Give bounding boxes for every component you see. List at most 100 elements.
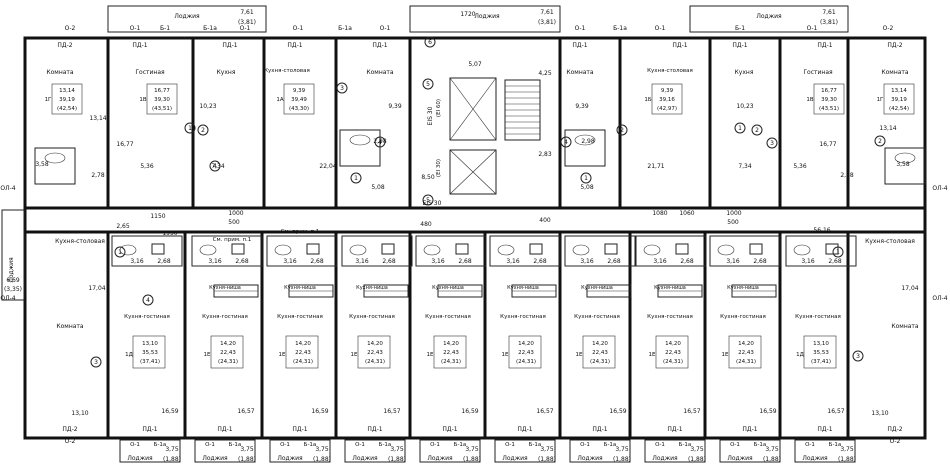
room-area: 3,16: [130, 258, 144, 265]
apartment-area: (43,51): [152, 106, 172, 112]
room-area: 17,04: [901, 285, 918, 292]
apartment-area: (24,31): [590, 359, 610, 365]
apartment-area: (24,31): [293, 359, 313, 365]
dimension: 1720: [460, 11, 475, 18]
apartment-type: 1Е: [279, 352, 286, 358]
plan-structure: [1, 5, 927, 463]
room-area: 10,23: [199, 103, 216, 110]
room-area: 16,77: [819, 141, 836, 148]
window-mark: О-1: [655, 442, 665, 448]
grid-marker-circle: [197, 124, 209, 136]
loggia-bottom-label: Лоджия: [652, 455, 678, 462]
room-area: 16,77: [116, 141, 133, 148]
room-area: 3,16: [801, 258, 815, 265]
loggia-bottom: [719, 439, 781, 463]
window-mark: О-1: [130, 442, 140, 448]
loggia-bottom-area: 3,75: [615, 446, 629, 453]
bathroom: [564, 129, 606, 167]
loggia-top-area: 7,61: [822, 9, 836, 16]
grid-marker-label: 5: [426, 197, 430, 204]
room-name: Кухня-гостиная: [647, 314, 693, 320]
grid-marker-label: 1: [118, 249, 122, 256]
apartment-stamp: [813, 83, 845, 115]
loggia-bottom-label: Лоджия: [277, 455, 303, 462]
apartment-area: (37,41): [140, 359, 160, 365]
apartment-area: 9,39: [293, 88, 306, 94]
room-name: Кухня-гостиная: [720, 314, 766, 320]
window-mark: О-1: [293, 25, 304, 32]
room-area: 3,16: [431, 258, 445, 265]
room-area: 2,68: [310, 258, 324, 265]
room-area: 3,16: [355, 258, 369, 265]
room-area: 13,14: [879, 125, 896, 132]
grid-marker-label: 2: [620, 127, 624, 134]
bathroom: [341, 235, 413, 267]
window-mark: Б-1а: [338, 25, 352, 32]
grid-marker-circle: [184, 122, 196, 134]
bathtub: [894, 152, 916, 164]
elevator-shaft-1: [449, 77, 497, 141]
loggia-bottom-label: Лоджия: [352, 455, 378, 462]
room-name: Кухня-столовая: [647, 68, 693, 74]
apartment-stamp: [433, 335, 467, 369]
loggia-side: [1, 209, 25, 301]
grid-marker-circle: [874, 135, 886, 147]
elevator-cross: [449, 77, 497, 141]
loggia-bottom: [269, 439, 331, 463]
note-ref: См. прим. п.1: [213, 237, 252, 243]
door-mark: ПД-1: [517, 426, 532, 433]
apartment-area: 39,49: [291, 97, 307, 103]
apartment-stamp: [51, 83, 83, 115]
room-area: 2,98: [373, 138, 387, 145]
apartment-type: 1Б: [644, 97, 651, 103]
loggia-bottom-area: 3,75: [540, 446, 554, 453]
window-mark: Б-1а: [154, 442, 167, 448]
apartment-area: (43,30): [289, 106, 309, 112]
apartment-stamp: [883, 83, 915, 115]
grid-marker-circle: [114, 246, 126, 258]
grid-marker-label: 4: [564, 139, 568, 146]
bathroom: [111, 235, 183, 267]
grid-marker-label: 3: [94, 359, 98, 366]
apartment-type: 1В: [806, 97, 813, 103]
window-mark: Б-1а: [379, 442, 392, 448]
loggia-top-area-paren: (3,81): [820, 19, 838, 26]
grid-marker-label: 2: [201, 127, 205, 134]
room-name: Кухня-столовая: [264, 68, 310, 74]
side-mark: ОЛ-4: [0, 185, 15, 192]
toilet: [381, 243, 395, 255]
door-mark: ПД-2: [62, 426, 77, 433]
bathroom: [339, 129, 381, 167]
room-name: Комната: [891, 323, 919, 330]
loggia-bottom-area-paren: (1,88): [313, 456, 331, 463]
window-mark: О-1: [807, 25, 818, 32]
dimension: 480: [420, 221, 432, 228]
apartment-area: 35,53: [142, 350, 158, 356]
apartment-area: 39,19: [891, 97, 907, 103]
side-mark: ОЛ-4: [0, 295, 15, 302]
grid-marker-label: 3: [770, 140, 774, 147]
room-name: Кухня-ниша: [356, 285, 388, 291]
apartment-area: 13,14: [59, 88, 75, 94]
room-area: 2,68: [828, 258, 842, 265]
door-mark: ПД-2: [57, 42, 72, 49]
apartment-area: (42,97): [657, 106, 677, 112]
room-name: Кухня-гостиная: [124, 314, 170, 320]
room-name: Комната: [56, 323, 84, 330]
window-mark: Б-1а: [203, 25, 217, 32]
apartment-area: (24,31): [441, 359, 461, 365]
apartment-type: 1В: [139, 97, 146, 103]
grid-marker-label: 1: [354, 175, 358, 182]
loggia-bottom-area-paren: (1,88): [538, 456, 556, 463]
grid-marker-label: 2: [878, 138, 882, 145]
apartment-type: 1Д: [125, 352, 133, 358]
loggia-bottom-area-paren: (1,88): [613, 456, 631, 463]
apartment-area: 22,43: [592, 350, 608, 356]
grid-marker-label: 4: [146, 297, 150, 304]
toilet: [749, 243, 763, 255]
room-name: Кухня-гостиная: [795, 314, 841, 320]
room-area: 16,59: [311, 408, 328, 415]
grid-marker-label: 1: [836, 249, 840, 256]
room-name: Комната: [566, 69, 594, 76]
